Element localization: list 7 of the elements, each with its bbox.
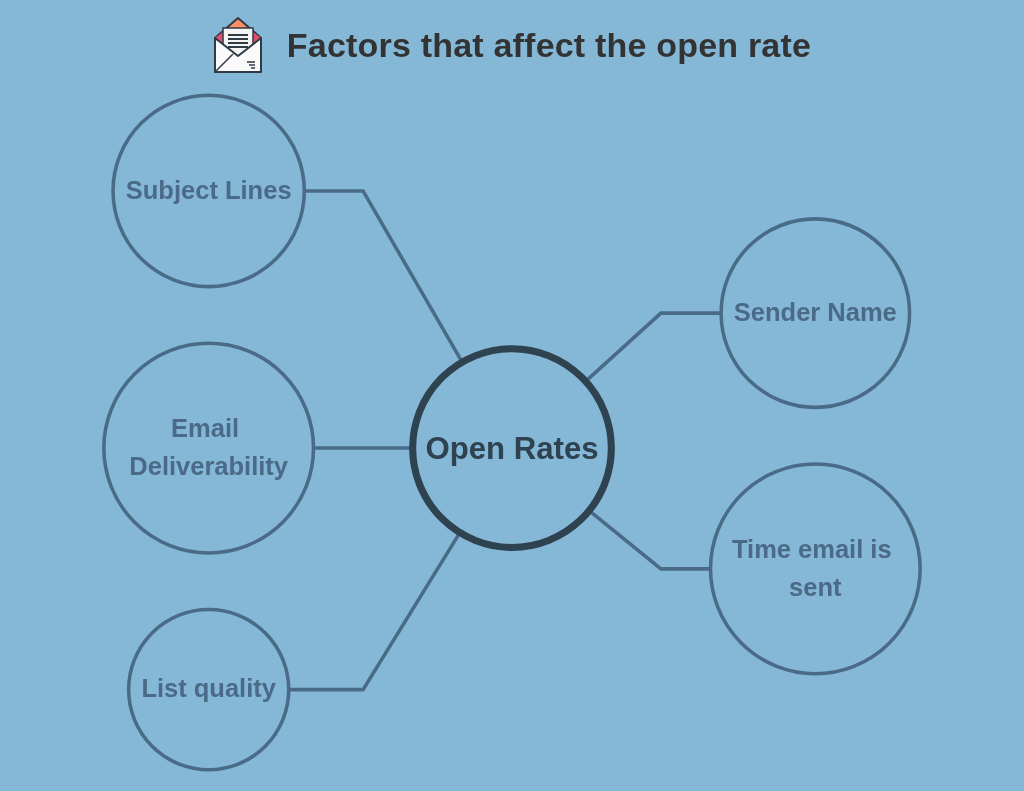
node-circle: Open Rates <box>409 345 615 551</box>
node-circle: Email Deliverability <box>102 341 316 555</box>
node-circle: Time email is sent <box>708 462 922 676</box>
title: Factors that affect the open rate <box>286 25 812 65</box>
node-circle: Sender Name <box>719 217 912 410</box>
node-circle: Subject Lines <box>111 93 307 289</box>
node-circle: List quality <box>126 607 291 772</box>
